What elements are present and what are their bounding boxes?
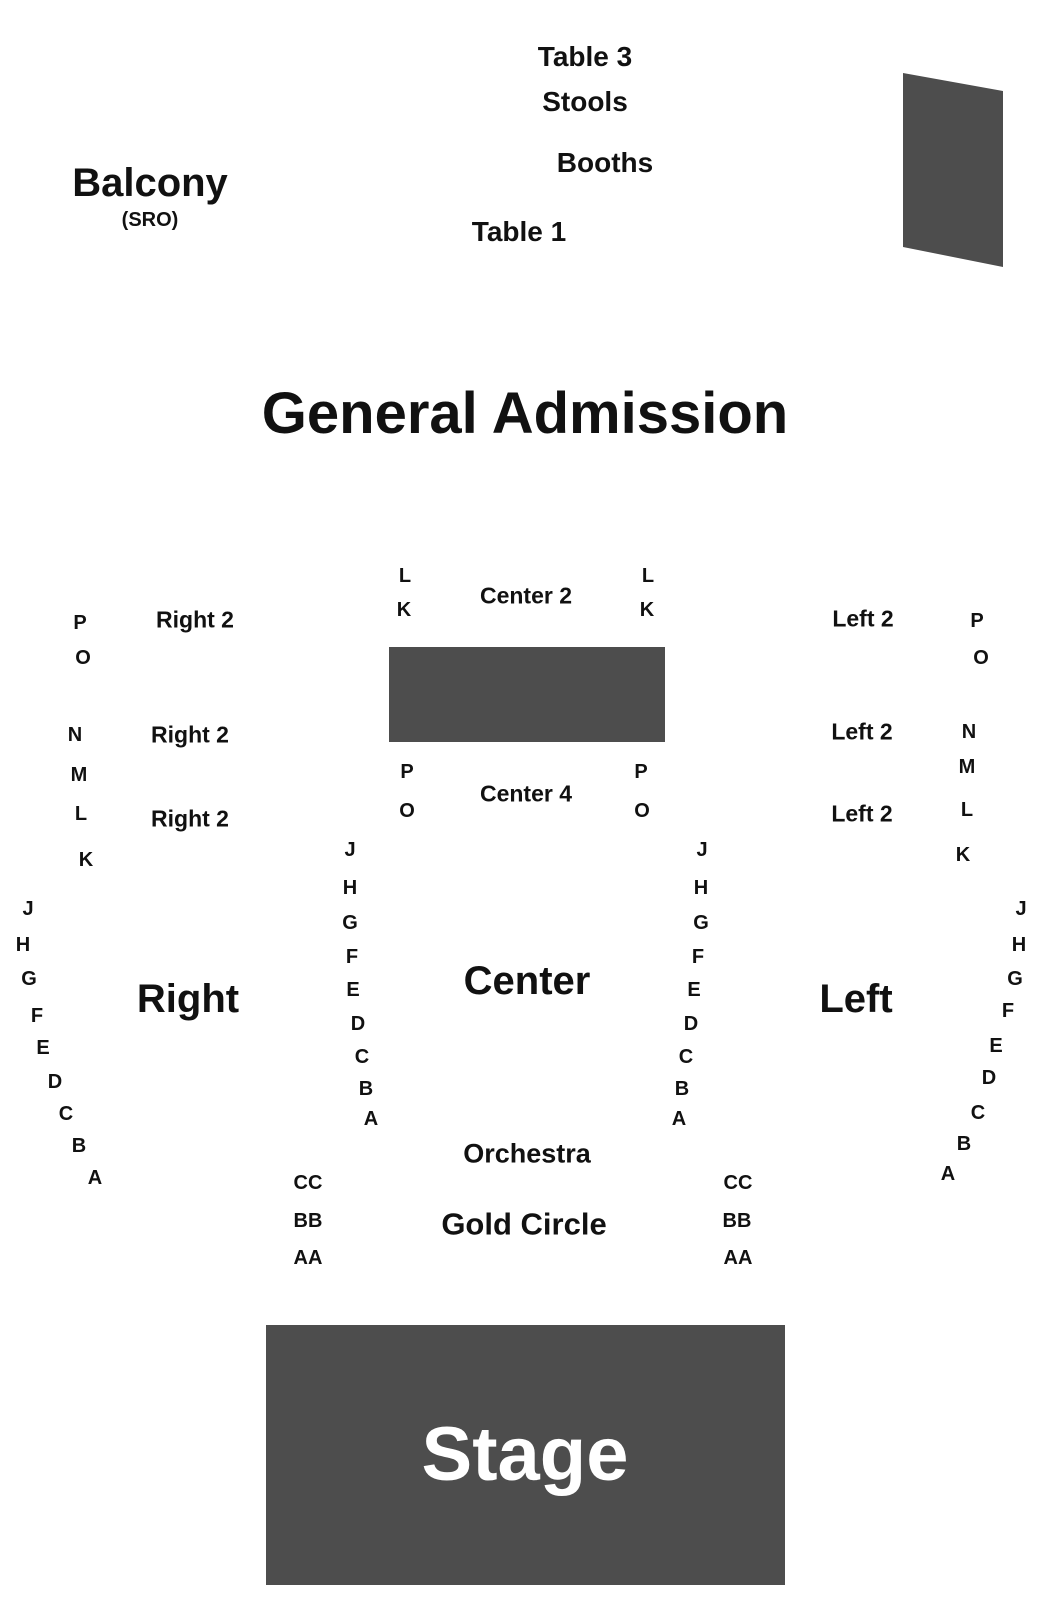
row-label-left-outer-g[interactable]: G xyxy=(1007,968,1023,990)
row-label-center2-right-k[interactable]: K xyxy=(639,599,655,621)
row-label-gold-left-bb[interactable]: BB xyxy=(293,1210,323,1232)
booth-block[interactable] xyxy=(903,73,1003,267)
row-label-right-outer-c[interactable]: C xyxy=(58,1103,74,1125)
row-label-left-outer-d[interactable]: D xyxy=(981,1067,997,1089)
row-label-right-outer-f[interactable]: F xyxy=(30,1005,44,1027)
left-label[interactable]: Left xyxy=(819,977,893,1021)
left2-middle-label[interactable]: Left 2 xyxy=(831,718,893,745)
row-label-left-outer-j[interactable]: J xyxy=(1015,898,1027,920)
row-label-gold-left-aa[interactable]: AA xyxy=(293,1247,323,1269)
row-label-gold-right-bb[interactable]: BB xyxy=(722,1210,752,1232)
row-label-right-upper-p[interactable]: P xyxy=(73,612,87,634)
stage-label: Stage xyxy=(421,1412,629,1497)
right2-middle-label[interactable]: Right 2 xyxy=(151,721,229,748)
row-label-center-left-e[interactable]: E xyxy=(346,979,360,1001)
row-label-center-left-j[interactable]: J xyxy=(344,839,356,861)
row-label-right-upper-l[interactable]: L xyxy=(74,803,88,825)
right2-lower-label[interactable]: Right 2 xyxy=(151,805,229,832)
balcony-note: (SRO) xyxy=(121,209,179,231)
row-label-left-outer-h[interactable]: H xyxy=(1011,934,1027,956)
right2-upper-label[interactable]: Right 2 xyxy=(156,606,234,633)
row-label-gold-right-aa[interactable]: AA xyxy=(723,1247,753,1269)
balcony-label[interactable]: Balcony xyxy=(72,161,228,205)
row-label-right-upper-o[interactable]: O xyxy=(75,647,91,669)
row-label-left-upper-m[interactable]: M xyxy=(958,756,976,778)
row-label-left-outer-b[interactable]: B xyxy=(956,1133,972,1155)
center-block[interactable] xyxy=(389,647,665,742)
row-label-right-outer-j[interactable]: J xyxy=(22,898,34,920)
row-label-center2-right-l[interactable]: L xyxy=(641,565,655,587)
row-label-left-upper-l[interactable]: L xyxy=(960,799,974,821)
left2-lower-label[interactable]: Left 2 xyxy=(831,800,893,827)
row-label-center4-right-p[interactable]: P xyxy=(634,761,648,783)
row-label-right-outer-g[interactable]: G xyxy=(21,968,37,990)
center4-label[interactable]: Center 4 xyxy=(479,780,573,807)
row-label-left-upper-o[interactable]: O xyxy=(973,647,989,669)
row-label-left-upper-p[interactable]: P xyxy=(970,610,984,632)
row-label-center-right-c[interactable]: C xyxy=(678,1046,694,1068)
row-label-right-upper-m[interactable]: M xyxy=(70,764,88,786)
row-label-center-left-b[interactable]: B xyxy=(358,1078,374,1100)
row-label-center-right-f[interactable]: F xyxy=(691,946,705,968)
row-label-center2-left-l[interactable]: L xyxy=(398,565,412,587)
row-label-right-outer-b[interactable]: B xyxy=(71,1135,87,1157)
row-label-right-outer-a[interactable]: A xyxy=(87,1167,103,1189)
row-label-right-upper-n[interactable]: N xyxy=(67,724,83,746)
general-admission-label[interactable]: General Admission xyxy=(261,381,789,446)
gold-circle-label[interactable]: Gold Circle xyxy=(441,1206,607,1242)
row-label-center4-left-o[interactable]: O xyxy=(399,800,415,822)
stage-block[interactable]: Stage xyxy=(266,1325,785,1585)
row-label-center-right-b[interactable]: B xyxy=(674,1078,690,1100)
row-label-right-outer-h[interactable]: H xyxy=(15,934,31,956)
row-label-center-left-d[interactable]: D xyxy=(350,1013,366,1035)
row-label-gold-right-cc[interactable]: CC xyxy=(723,1172,753,1194)
stools-label[interactable]: Stools xyxy=(542,86,628,117)
table1-label[interactable]: Table 1 xyxy=(471,216,567,247)
center2-label[interactable]: Center 2 xyxy=(479,582,573,609)
row-label-left-outer-e[interactable]: E xyxy=(989,1035,1003,1057)
row-label-gold-left-cc[interactable]: CC xyxy=(293,1172,323,1194)
orchestra-label[interactable]: Orchestra xyxy=(463,1138,591,1169)
row-label-center-right-j[interactable]: J xyxy=(696,839,708,861)
row-label-center-left-a[interactable]: A xyxy=(363,1108,379,1130)
row-label-left-upper-n[interactable]: N xyxy=(961,721,977,743)
row-label-left-outer-c[interactable]: C xyxy=(970,1102,986,1124)
row-label-center-left-c[interactable]: C xyxy=(354,1046,370,1068)
row-label-center-right-g[interactable]: G xyxy=(693,912,709,934)
row-label-center4-right-o[interactable]: O xyxy=(634,800,650,822)
row-label-left-outer-a[interactable]: A xyxy=(940,1163,956,1185)
right-label[interactable]: Right xyxy=(136,977,240,1021)
row-label-center-left-h[interactable]: H xyxy=(342,877,358,899)
center-label[interactable]: Center xyxy=(463,959,591,1003)
left2-upper-label[interactable]: Left 2 xyxy=(832,605,894,632)
booths-label[interactable]: Booths xyxy=(556,147,654,178)
row-label-center-left-g[interactable]: G xyxy=(342,912,358,934)
table3-label[interactable]: Table 3 xyxy=(537,41,633,72)
row-label-center-right-h[interactable]: H xyxy=(693,877,709,899)
row-label-center2-left-k[interactable]: K xyxy=(396,599,412,621)
row-label-center4-left-p[interactable]: P xyxy=(400,761,414,783)
row-label-center-left-f[interactable]: F xyxy=(345,946,359,968)
row-label-center-right-e[interactable]: E xyxy=(687,979,701,1001)
row-label-left-outer-f[interactable]: F xyxy=(1001,1000,1015,1022)
row-label-left-upper-k[interactable]: K xyxy=(955,844,971,866)
row-label-center-right-a[interactable]: A xyxy=(671,1108,687,1130)
row-label-right-outer-d[interactable]: D xyxy=(47,1071,63,1093)
row-label-center-right-d[interactable]: D xyxy=(683,1013,699,1035)
row-label-right-outer-e[interactable]: E xyxy=(36,1037,50,1059)
row-label-right-upper-k[interactable]: K xyxy=(78,849,94,871)
